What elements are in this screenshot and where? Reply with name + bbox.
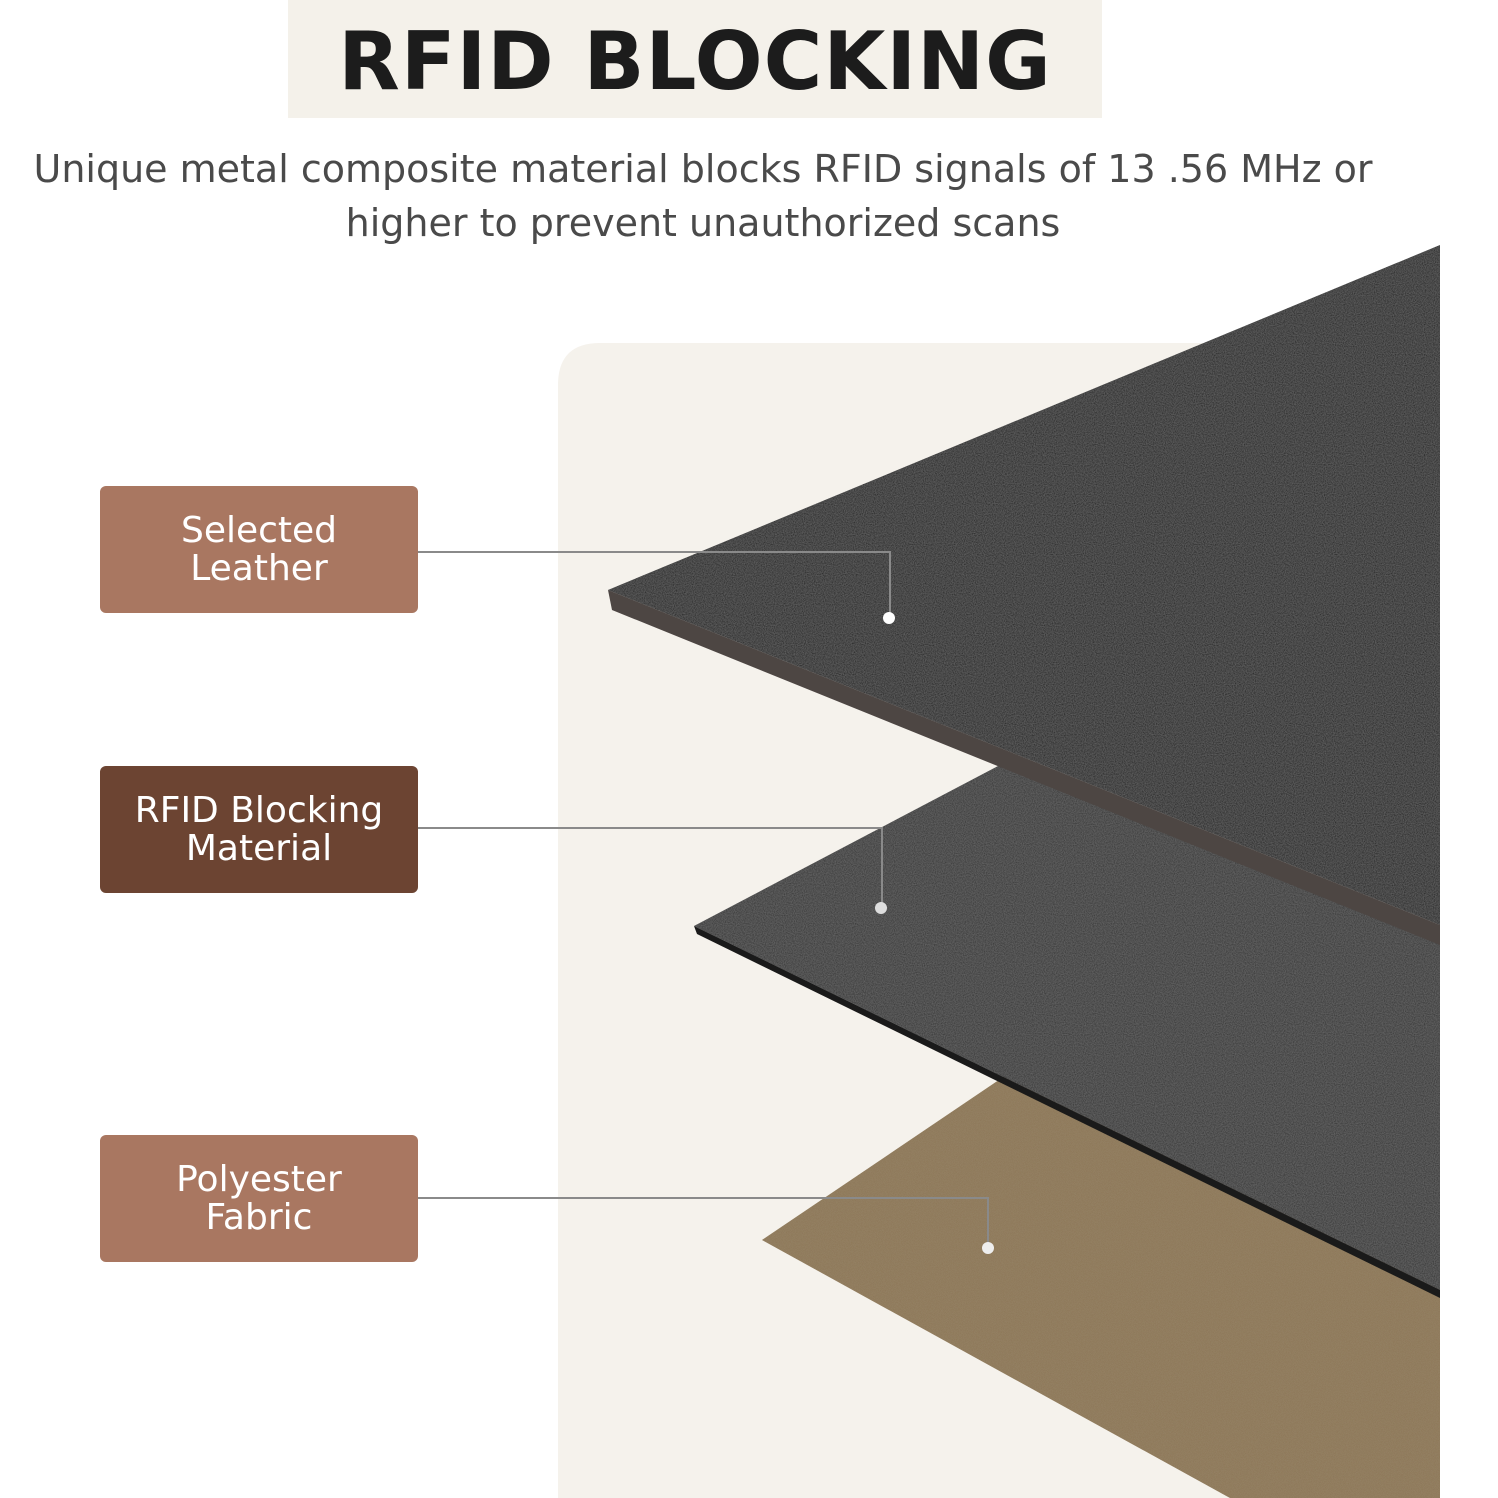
page-title: RFID BLOCKING <box>338 15 1052 108</box>
rfid-callout-line <box>418 827 883 906</box>
fabric-callout-line <box>418 1197 989 1246</box>
label-rfid-blocking-material: RFID Blocking Material <box>100 766 418 893</box>
label-text-line-2: Leather <box>190 547 328 589</box>
subtitle-line-2: higher to prevent unauthorized scans <box>345 201 1061 245</box>
label-text-line-2: Fabric <box>205 1196 313 1238</box>
leather-layer-edge <box>608 590 1440 945</box>
rfid-layer-edge <box>694 926 1440 1298</box>
rfid-callout-dot <box>875 902 887 914</box>
label-text-line-1: Selected <box>180 509 338 551</box>
selected-leather-layer <box>608 245 1440 925</box>
fabric-callout-dot <box>982 1242 994 1254</box>
rfid-blocking-material-layer <box>694 765 1440 1290</box>
label-text-line-1: RFID Blocking <box>134 789 384 831</box>
label-polyester-fabric: Polyester Fabric <box>100 1135 418 1262</box>
title-banner: RFID BLOCKING <box>288 0 1102 118</box>
label-text-line-2: Material <box>185 827 333 869</box>
label-selected-leather: Selected Leather <box>100 486 418 613</box>
subtitle-line-1: Unique metal composite material blocks R… <box>33 147 1373 191</box>
label-text-line-1: Polyester <box>176 1158 342 1200</box>
leather-callout-dot <box>883 612 895 624</box>
leather-callout-line <box>418 551 891 618</box>
subtitle: Unique metal composite material blocks R… <box>20 142 1386 250</box>
